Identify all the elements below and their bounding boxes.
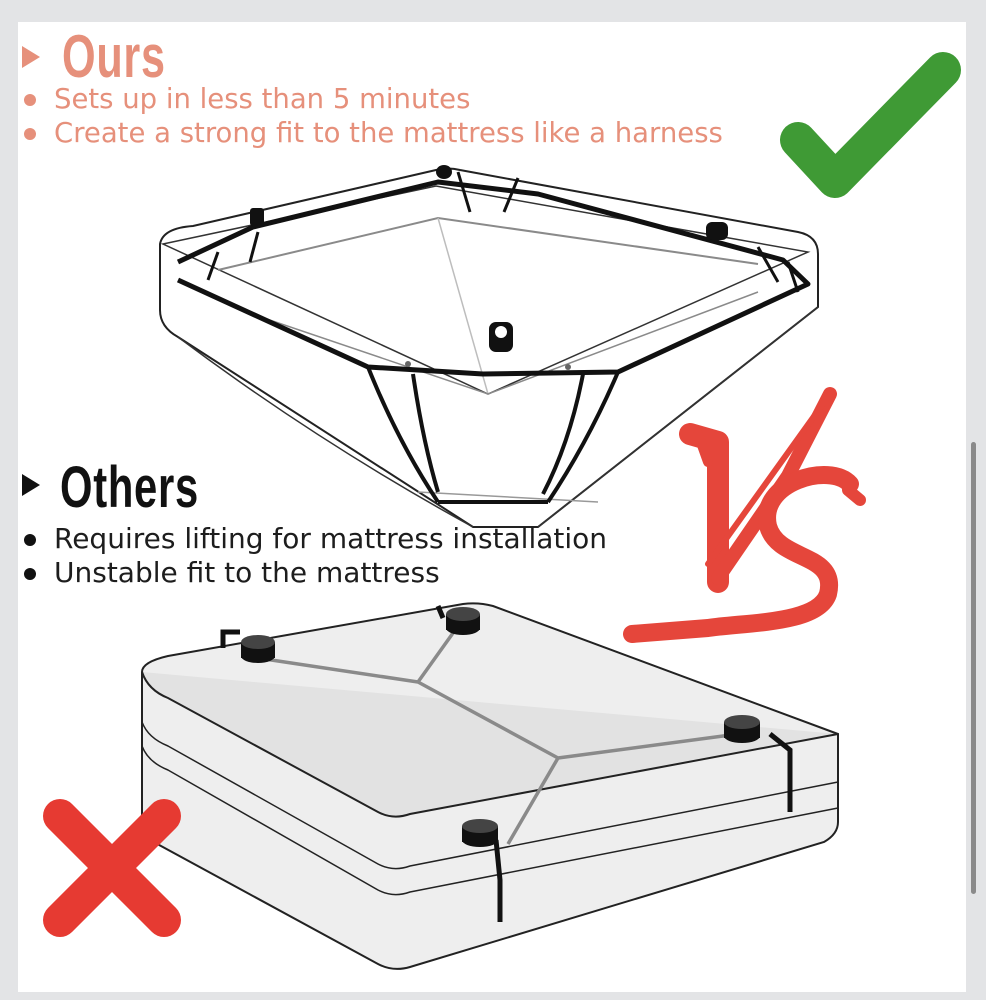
ours-feature-2: Create a strong fit to the mattress like… [18, 116, 723, 150]
red-cross-icon [43, 799, 181, 937]
others-feature-list: Requires lifting for mattress installati… [18, 522, 607, 590]
others-arrow-icon [22, 474, 40, 496]
cuff-right [724, 715, 760, 743]
vs-brush-mark [623, 387, 866, 643]
cuff-back [446, 607, 480, 635]
ours-heading: Ours [62, 23, 166, 90]
harness-mattress-illustration [159, 165, 819, 528]
others-mattress-illustration [141, 602, 839, 970]
vertical-scrollbar[interactable] [971, 442, 976, 894]
cuff-front-left [241, 635, 275, 663]
ours-feature-1: Sets up in less than 5 minutes [18, 82, 723, 116]
others-heading: Others [60, 455, 199, 520]
cuff-front [462, 819, 498, 847]
others-feature-1: Requires lifting for mattress installati… [18, 522, 607, 556]
ours-feature-list: Sets up in less than 5 minutes Create a … [18, 82, 723, 150]
illustration-layer [43, 52, 961, 970]
ours-arrow-icon [22, 46, 40, 68]
others-feature-2: Unstable fit to the mattress [18, 556, 607, 590]
green-checkmark-icon [780, 52, 961, 198]
comparison-infographic: Ours Sets up in less than 5 minutes Crea… [18, 22, 966, 992]
